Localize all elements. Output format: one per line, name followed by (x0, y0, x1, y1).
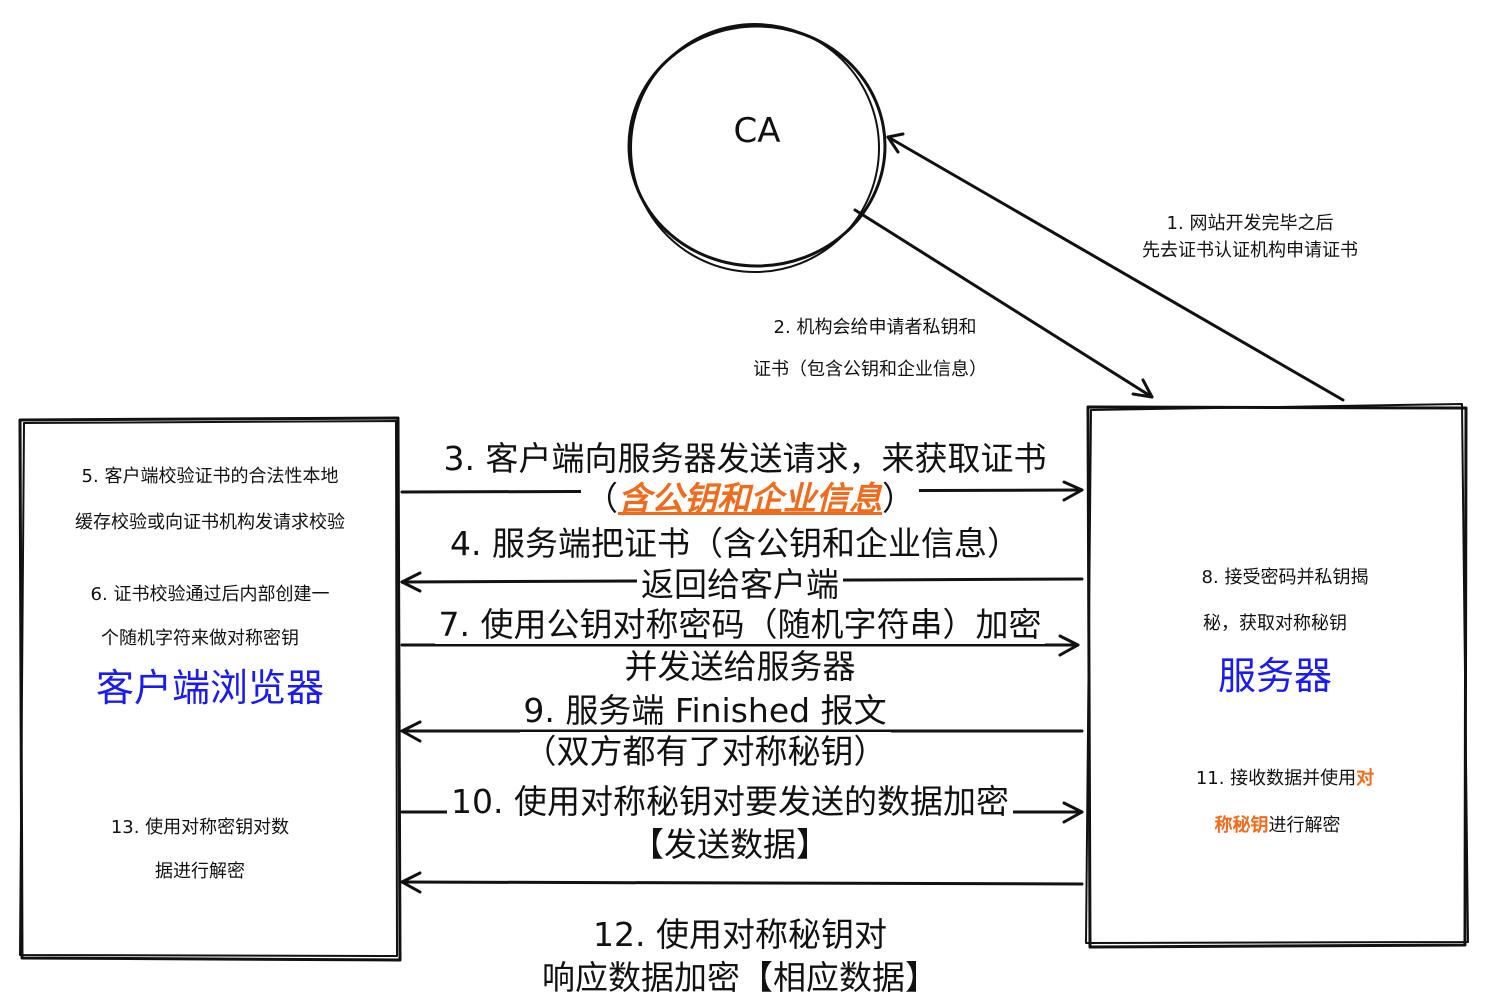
client-note-5-line2: 缓存校验或向证书机构发请求校验 (75, 512, 345, 533)
step-3-line1: 3. 客户端向服务器发送请求，来获取证书 (443, 439, 1047, 478)
server-note-8-line2: 秘，获取对称秘钥 (1203, 613, 1347, 634)
step-4-line2: 返回给客户端 (560, 565, 920, 604)
step-7-line1: 7. 使用公钥对称密码（随机字符串）加密 (410, 605, 1070, 644)
server-note-8-line1: 8. 接受密码并私钥揭 (1201, 567, 1369, 588)
client-note-6-line2: 个随机字符来做对称密钥 (101, 628, 299, 649)
step-12-line1: 12. 使用对称秘钥对 (593, 915, 887, 954)
arrow-9-head (400, 720, 422, 743)
client-title: 客户端浏览器 (95, 666, 324, 710)
server-box (1086, 405, 1468, 949)
step-3-highlight: 含公钥和企业信息 (618, 479, 882, 518)
server-note-11-text-b: 进行解密 (1268, 815, 1341, 836)
server-note-11-text-a: 11. 接收数据并使用 (1195, 768, 1357, 789)
server-note-11-line1: 11. 接收数据并使用对 (1140, 768, 1430, 790)
step-1-line2: 先去证书认证机构申请证书 (1142, 240, 1358, 261)
step-9-line2: （双方都有了对称秘钥） (480, 732, 930, 771)
client-box-sketch (19, 420, 398, 957)
server-note-11-highlight-a: 对 (1356, 768, 1375, 789)
step-9-line1: 9. 服务端 Finished 报文 (523, 691, 887, 730)
arrow-4-head (400, 571, 422, 593)
step-4-line1: 4. 服务端把证书（含公钥和企业信息） (450, 524, 1020, 563)
step-10-line2: 【发送数据】 (631, 825, 829, 864)
step-10-line1: 10. 使用对称秘钥对要发送的数据加密 (420, 782, 1040, 821)
step-1-line1: 1. 网站开发完毕之后 (1166, 213, 1334, 234)
arrow-3-head (1062, 480, 1084, 502)
arrow-10-head (1062, 801, 1084, 824)
client-note-13-line1: 13. 使用对称密钥对数 (110, 817, 290, 838)
server-note-11-line2: 称秘钥进行解密 (1140, 815, 1415, 837)
step-7-line2: 并发送给服务器 (624, 647, 856, 686)
arrow-7-head (1058, 634, 1080, 657)
step-2-line1: 2. 机构会给申请者私钥和 (773, 317, 977, 338)
arrow-12 (400, 880, 1084, 886)
client-note-5-line1: 5. 客户端校验证书的合法性本地 (81, 466, 339, 487)
arrow-2 (853, 208, 1154, 399)
step-3-close-paren: ） (882, 479, 915, 518)
arrow-1-head (886, 132, 905, 154)
client-note-6-line1: 6. 证书校验通过后内部创建一 (90, 584, 330, 605)
client-note-13-line2: 据进行解密 (155, 861, 245, 882)
arrow-12-head (400, 871, 422, 894)
step-12-line2: 响应数据加密【相应数据】 (542, 958, 938, 997)
ca-node (627, 24, 887, 268)
step-3-open-paren: （ (585, 479, 618, 518)
ca-node-sketch (630, 23, 880, 273)
server-note-11-highlight-b: 称秘钥 (1214, 815, 1269, 836)
step-3-line2: （含公钥和企业信息） (500, 479, 1000, 518)
arrow-1 (886, 135, 1345, 402)
arrow-2-head (1131, 378, 1154, 399)
server-box-sketch (1085, 403, 1469, 944)
server-title: 服务器 (1217, 654, 1332, 698)
ca-label: CA (733, 111, 781, 151)
step-2-line2: 证书（包含公钥和企业信息） (753, 359, 987, 380)
